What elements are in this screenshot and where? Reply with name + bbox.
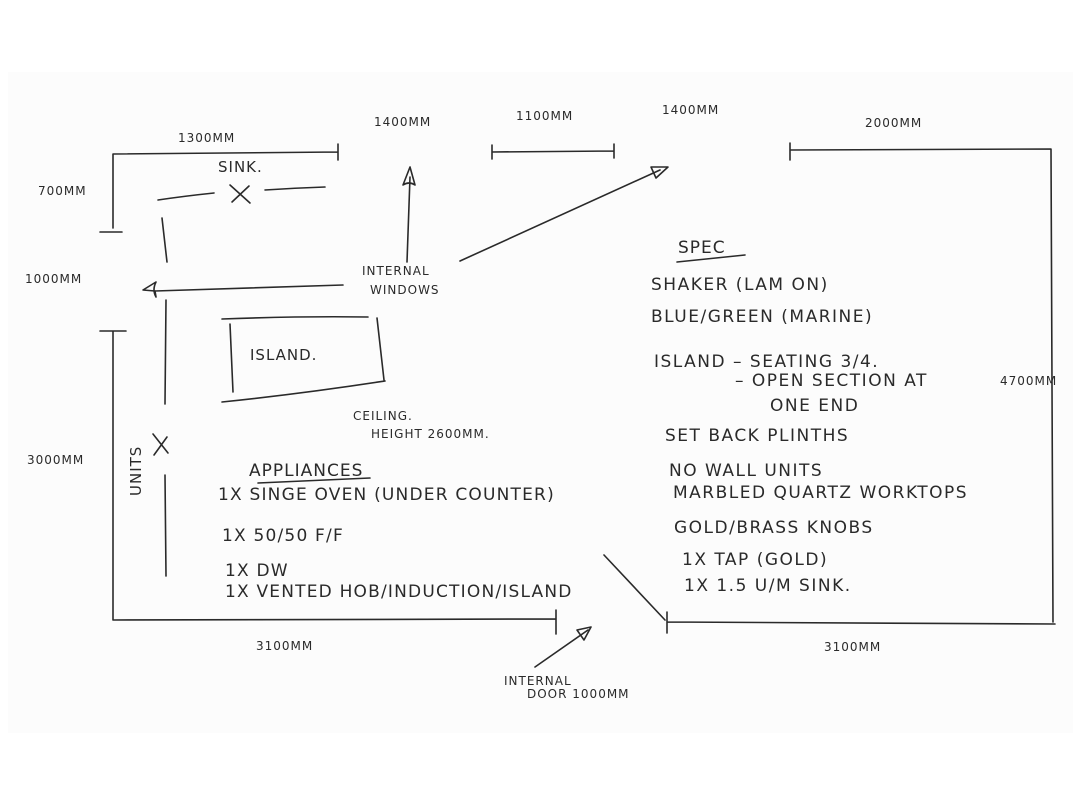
ceiling-label-line2: Height 2600mm. xyxy=(371,427,490,441)
units-label: Units xyxy=(127,445,145,496)
wall-top-right xyxy=(789,142,1054,623)
units-run-middle xyxy=(164,299,167,405)
arrow-door-head xyxy=(576,626,592,641)
island-outline xyxy=(221,315,386,403)
internal-windows-label-line1: Internal xyxy=(362,264,430,278)
arrow-window-top xyxy=(406,176,411,263)
spec-item: Shaker (Lam on) xyxy=(651,275,829,295)
internal-door-label-line2: Door 1000mm xyxy=(527,687,630,701)
dimension-top-left-wall: 1300mm xyxy=(178,131,236,145)
spec-item: 1x Tap (Gold) xyxy=(682,550,829,570)
appliance-item: 1x DW xyxy=(225,561,289,581)
spec-item: Blue/Green (Marine) xyxy=(651,307,874,327)
spec-item: Gold/Brass knobs xyxy=(674,518,874,538)
wall-bottom-right xyxy=(666,611,1056,634)
internal-door-label-line1: Internal xyxy=(504,674,572,688)
spec-heading: Spec xyxy=(678,238,726,258)
spec-item: No wall units xyxy=(669,461,824,481)
walls xyxy=(99,142,1056,635)
units-marker-x xyxy=(152,433,169,456)
wall-top-left xyxy=(99,143,339,233)
sink-marker-x xyxy=(229,184,251,204)
arrow-window-right-head xyxy=(650,166,669,179)
dimension-left-lower-wall: 3000mm xyxy=(27,453,85,467)
appliance-item: 1x Singe oven (under counter) xyxy=(218,485,555,505)
island-label: Island. xyxy=(250,346,318,364)
spec-item: Island – Seating 3/4. xyxy=(654,352,880,372)
arrow-window-left xyxy=(154,284,344,292)
sink-run-right xyxy=(264,186,326,191)
wall-left-lower xyxy=(99,330,557,635)
spec-underline xyxy=(676,254,746,263)
spec-item: Set back plinths xyxy=(665,426,850,446)
dimension-left-upper-wall: 700mm xyxy=(38,184,87,198)
dimension-right-wall: 4700mm xyxy=(1000,374,1058,388)
appliances-underline xyxy=(257,477,371,484)
ceiling-label-line1: Ceiling. xyxy=(353,409,413,423)
sink-run-left xyxy=(157,192,215,201)
arrow-window-right xyxy=(459,169,661,262)
wall-top-middle xyxy=(491,143,615,160)
dimension-top-middle-wall: 1100mm xyxy=(516,109,574,123)
dimension-window-left: 1000mm xyxy=(25,272,83,286)
dimension-window-top-1: 1400mm xyxy=(374,115,432,129)
units-run-lower xyxy=(164,474,167,577)
appliance-item: 1x Vented hob/induction/island xyxy=(225,582,573,602)
appliance-item: 1x 50/50 f/f xyxy=(222,526,344,546)
internal-windows-label-line2: Windows xyxy=(370,283,440,297)
dimension-top-right-wall: 2000mm xyxy=(865,116,923,130)
sink-label: Sink. xyxy=(218,158,263,176)
arrow-window-top-head xyxy=(402,166,416,186)
dimension-bottom-right-wall: 3100mm xyxy=(824,640,882,654)
units-run-upper xyxy=(161,217,168,263)
appliances-heading: Appliances xyxy=(249,461,364,481)
door-swing-line xyxy=(603,554,666,621)
spec-item: – Open section at xyxy=(735,371,928,391)
spec-item: Marbled quartz worktops xyxy=(673,483,969,503)
arrow-door xyxy=(534,629,589,668)
dimension-bottom-left-wall: 3100mm xyxy=(256,639,314,653)
spec-item: one end xyxy=(770,396,860,416)
spec-item: 1x 1.5 U/M Sink. xyxy=(684,576,852,596)
dimension-window-top-2: 1400mm xyxy=(662,103,720,117)
arrow-window-left-head xyxy=(142,281,157,298)
